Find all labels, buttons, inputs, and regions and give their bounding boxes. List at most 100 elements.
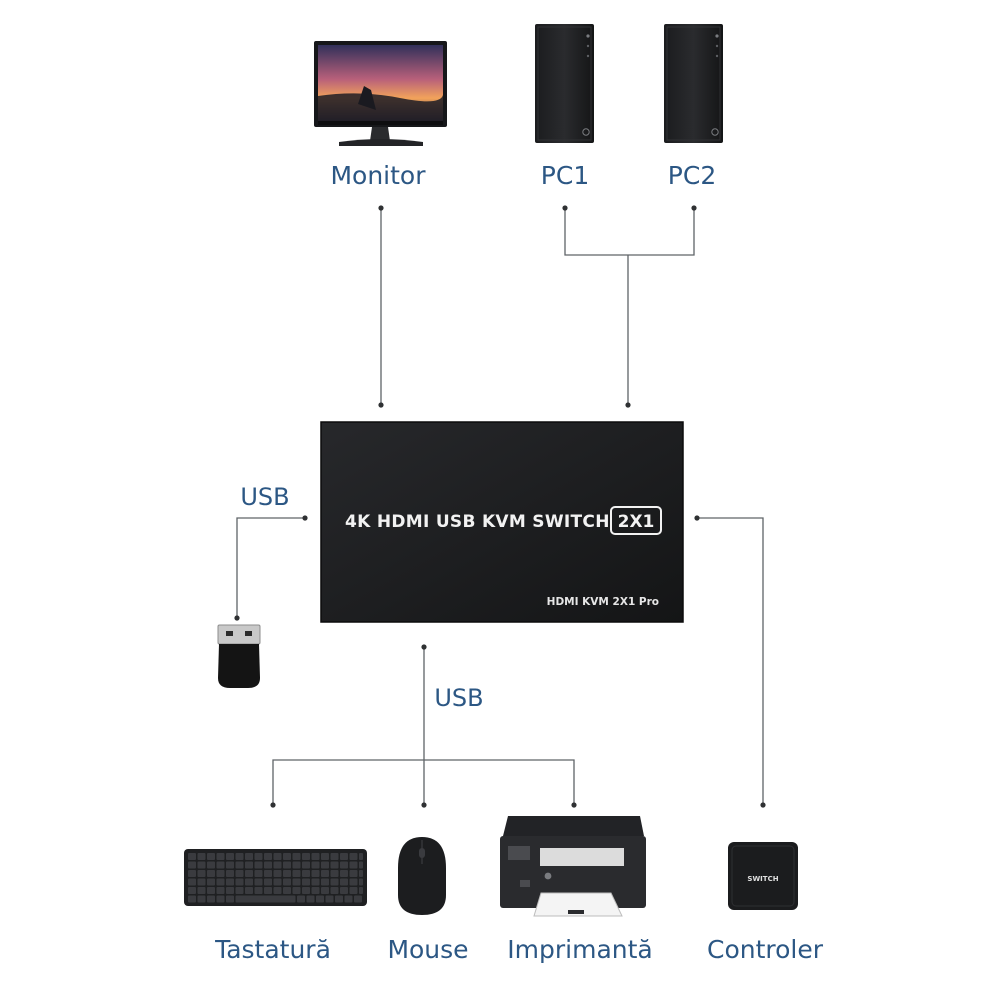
- dot-monitor-switch: [378, 402, 384, 408]
- keyboard-key: [188, 887, 196, 894]
- dot-pc2: [691, 205, 697, 211]
- keyboard-key: [330, 878, 339, 886]
- keyboard-key: [340, 887, 348, 894]
- keyboard-key: [197, 870, 206, 877]
- dot-usb-hub: [421, 644, 427, 650]
- keyboard-key: [188, 853, 196, 860]
- keyboard-key: [359, 870, 363, 877]
- keyboard-key: [292, 861, 301, 869]
- keyboard-key: [302, 853, 310, 860]
- keyboard-key: [254, 870, 263, 877]
- keyboard-key: [321, 887, 329, 894]
- keyboard-key: [340, 861, 348, 869]
- keyboard-key: [226, 887, 234, 894]
- keyboard-key: [197, 878, 206, 886]
- label-usb-center: USB: [434, 684, 483, 712]
- usb-dongle-icon: [217, 624, 261, 688]
- label-keyboard: Tastatură: [214, 935, 331, 964]
- keyboard-key: [302, 887, 310, 894]
- keyboard-key: [216, 878, 225, 886]
- keyboard-key: [292, 870, 301, 877]
- keyboard-key: [340, 878, 348, 886]
- keyboard-key: [207, 878, 215, 886]
- keyboard-key: [283, 861, 291, 869]
- keyboard-key: [226, 861, 234, 869]
- keyboard-key: [344, 895, 353, 903]
- keyboard-key: [245, 853, 253, 860]
- keyboard-key: [207, 853, 215, 860]
- keyboard-key: [188, 895, 196, 903]
- wire-controller: [697, 517, 764, 805]
- keyboard-key: [197, 853, 206, 860]
- keyboard-key: [283, 870, 291, 877]
- keyboard-key: [325, 895, 334, 903]
- printer-icon: [500, 816, 646, 917]
- keyboard-key: [311, 853, 320, 860]
- keyboard-key: [354, 895, 362, 903]
- keyboard-key: [273, 861, 282, 869]
- keyboard-key: [188, 870, 196, 877]
- keyboard-key: [235, 895, 296, 903]
- device-badge-frame: [610, 506, 662, 535]
- wire-pcs: [564, 208, 695, 256]
- keyboard-icon: [184, 849, 367, 906]
- label-printer: Imprimantă: [507, 935, 652, 964]
- label-pc1: PC1: [541, 161, 589, 190]
- keyboard-key: [302, 870, 310, 877]
- keyboard-key: [335, 895, 343, 903]
- keyboard-key: [302, 861, 310, 869]
- keyboard-key: [207, 861, 215, 869]
- keyboard-key: [273, 887, 282, 894]
- keyboard-key: [197, 895, 206, 903]
- keyboard-key: [235, 861, 244, 869]
- keyboard-key: [226, 878, 234, 886]
- keyboard-key: [216, 887, 225, 894]
- keyboard-key: [207, 870, 215, 877]
- device-model: HDMI KVM 2X1 Pro: [547, 596, 659, 608]
- keyboard-key: [188, 861, 196, 869]
- keyboard-key: [226, 870, 234, 877]
- keyboard-key: [359, 887, 363, 894]
- keyboard-key: [235, 878, 244, 886]
- keyboard-key: [197, 887, 206, 894]
- keyboard-key: [330, 887, 339, 894]
- keyboard-key: [311, 861, 320, 869]
- dot-printer: [571, 802, 577, 808]
- dot-usb-left: [302, 515, 308, 521]
- keyboard-key: [226, 853, 234, 860]
- pc-tower-icon: [535, 24, 594, 143]
- device-badge: 2X1: [618, 512, 655, 532]
- keyboard-key: [283, 878, 291, 886]
- keyboard-key: [292, 878, 301, 886]
- keyboard-key: [216, 861, 225, 869]
- keyboard-key: [216, 853, 225, 860]
- keyboard-key: [264, 887, 272, 894]
- keyboard-key: [349, 878, 358, 886]
- keyboard-key: [197, 861, 206, 869]
- keyboard-key: [297, 895, 305, 903]
- keyboard-key: [311, 878, 320, 886]
- keyboard-key: [330, 870, 339, 877]
- keyboard-key: [321, 870, 329, 877]
- keyboard-key: [273, 878, 282, 886]
- keyboard-key: [349, 870, 358, 877]
- keyboard-key: [321, 853, 329, 860]
- keyboard-key: [349, 861, 358, 869]
- keyboard-key: [340, 853, 348, 860]
- label-controller: Controler: [707, 935, 824, 964]
- keyboard-key: [359, 853, 363, 860]
- controller-label: SWITCH: [747, 875, 778, 883]
- keyboard-key: [292, 853, 301, 860]
- dot-pc1: [562, 205, 568, 211]
- device-title: 4K HDMI USB KVM SWITCH: [345, 512, 610, 532]
- keyboard-key: [283, 887, 291, 894]
- kvm-switch-device: 4K HDMI USB KVM SWITCH 2X1 HDMI KVM 2X1 …: [320, 421, 684, 623]
- keyboard-key: [349, 853, 358, 860]
- controller-icon: SWITCH: [728, 842, 798, 910]
- keyboard-key: [188, 878, 196, 886]
- keyboard-key: [245, 861, 253, 869]
- keyboard-key: [264, 878, 272, 886]
- wire-usb-dongle: [236, 517, 305, 618]
- wire-peripherals: [272, 759, 575, 805]
